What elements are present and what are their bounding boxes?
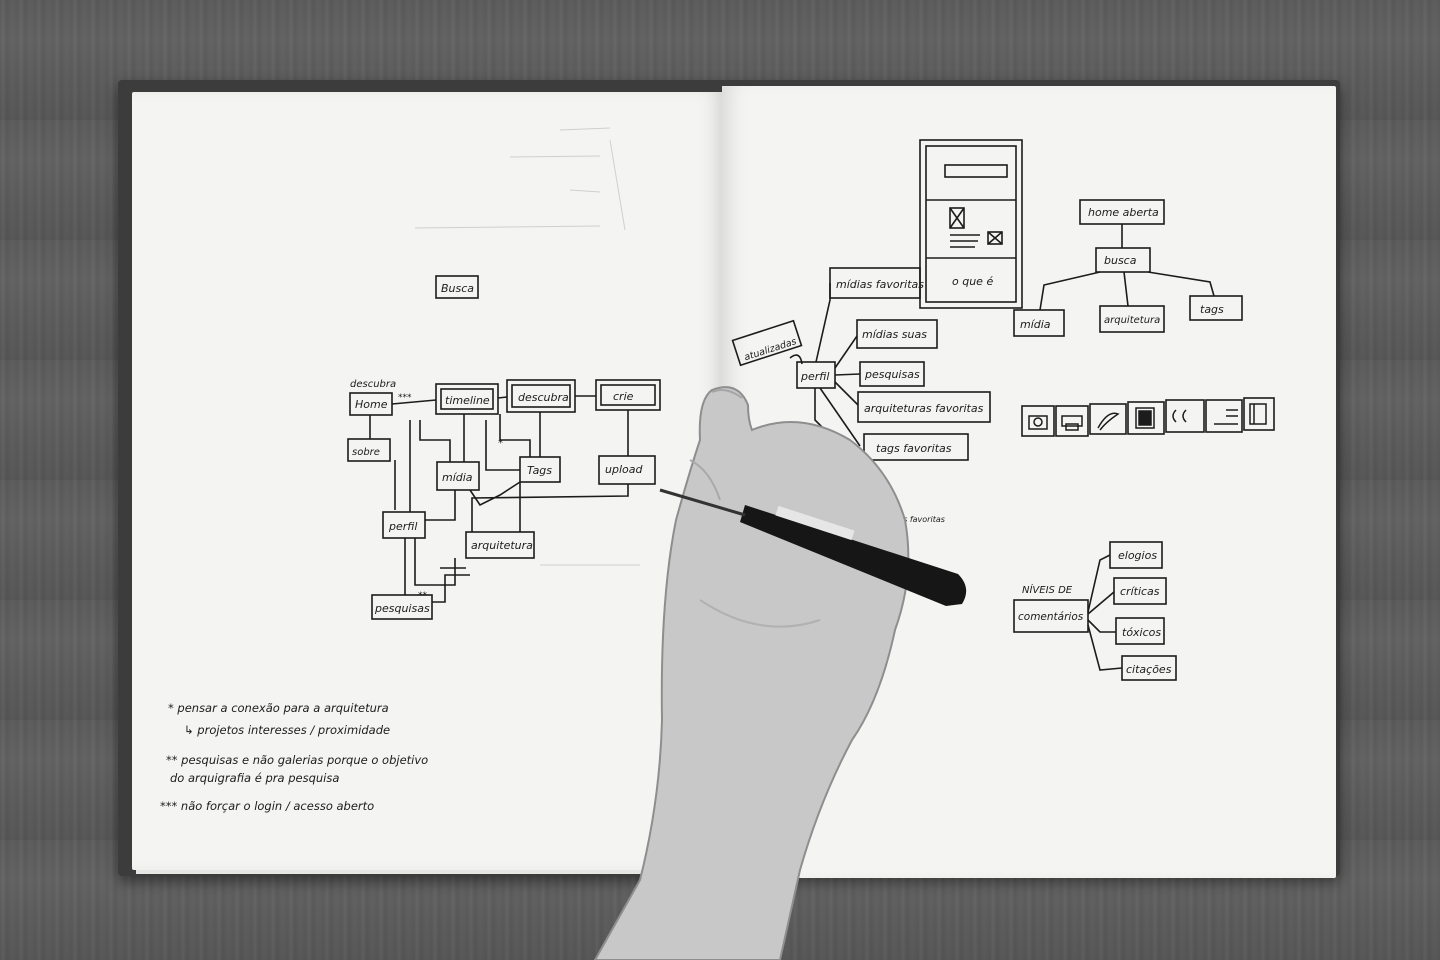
- label-descubra: descubra: [518, 391, 569, 404]
- label-criticas: críticas: [1120, 585, 1160, 598]
- label-midias-suas: mídias suas: [862, 328, 927, 341]
- document-icon: [1135, 407, 1155, 429]
- hand-holding-pen: [593, 386, 967, 960]
- notebook-icon: [1249, 403, 1267, 425]
- label-tags-favoritas-note: tags favoritas: [890, 515, 945, 524]
- label-upload: upload: [605, 463, 643, 476]
- camera-icon: [1028, 415, 1048, 430]
- label-midias-favoritas: mídias favoritas: [836, 278, 924, 291]
- label-descubra-small: descubra: [350, 379, 396, 390]
- printer-icon: [1061, 415, 1083, 431]
- right-sitemap-lines: [731, 139, 1275, 681]
- pen-icon: [659, 488, 967, 606]
- label-arquiteturas-favoritas: arquiteturas favoritas: [864, 402, 984, 415]
- note-line-4: do arquigrafia é pra pesquisa: [170, 771, 339, 785]
- label-busca: Busca: [441, 282, 474, 295]
- left-sitemap-lines: [347, 127, 661, 620]
- marker-star-1: *: [498, 438, 503, 449]
- label-midia: mídia: [442, 471, 473, 484]
- label-citacoes: citações: [1126, 663, 1172, 676]
- label-arquitetura: arquitetura: [471, 539, 533, 552]
- label-tags-right: tags: [1200, 303, 1224, 316]
- label-pesquisas: pesquisas: [374, 602, 430, 615]
- label-crie: crie: [613, 390, 634, 403]
- label-perfil-right: perfil: [800, 370, 829, 383]
- label-busca-right: busca: [1104, 254, 1137, 267]
- left-page: [132, 92, 726, 870]
- label-midia-right: mídia: [1020, 318, 1051, 331]
- label-toxicos: tóxicos: [1122, 626, 1161, 639]
- label-arquitetura-right: arquitetura: [1104, 315, 1160, 326]
- label-home: Home: [355, 398, 388, 411]
- label-comentarios: comentários: [1018, 611, 1084, 623]
- note-line-3: ** pesquisas e não galerias porque o obj…: [166, 753, 428, 767]
- label-tags-favoritas: tags favoritas: [876, 442, 952, 455]
- note-line-5: *** não forçar o login / acesso aberto: [160, 799, 374, 813]
- quote-icon: [1172, 409, 1187, 423]
- label-o-que-e: o que é: [952, 275, 993, 288]
- pen-icon: [1097, 412, 1120, 431]
- label-tags: Tags: [527, 464, 552, 477]
- note-line-1: * pensar a conexão para a arquitetura: [168, 701, 389, 715]
- note-line-2: ↳ projetos interesses / proximidade: [184, 723, 390, 737]
- footnotes: * pensar a conexão para a arquitetura ↳ …: [160, 701, 428, 813]
- marker-stars-2: **: [418, 591, 428, 601]
- label-elogios: elogios: [1118, 549, 1157, 562]
- label-perfil: perfil: [388, 520, 417, 533]
- label-home-aberta: home aberta: [1088, 206, 1159, 219]
- label-pesquisas-right: pesquisas: [864, 368, 920, 381]
- label-timeline: timeline: [445, 394, 490, 407]
- label-sobre: sobre: [352, 447, 380, 458]
- text-icon: [1214, 409, 1238, 425]
- marker-stars-3: ***: [398, 393, 412, 403]
- label-niveis-de: NÍVEIS DE: [1022, 583, 1073, 596]
